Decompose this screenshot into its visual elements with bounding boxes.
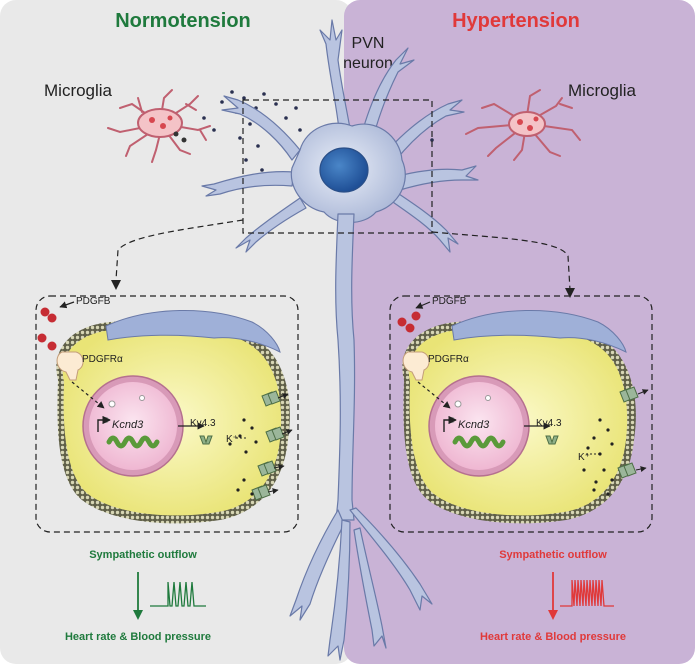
kv43-label-left: Kv4.3 bbox=[190, 418, 216, 429]
hypertension-title: Hypertension bbox=[452, 10, 580, 32]
hr-bp-right: Heart rate & Blood pressure bbox=[480, 631, 626, 643]
zoom-indicators bbox=[35, 99, 653, 533]
pdgfra-label-right: PDGFRα bbox=[428, 354, 469, 365]
k-ion-label-right: K⁺ bbox=[578, 452, 590, 463]
down-arrow-left bbox=[133, 572, 143, 620]
sympathetic-outflow-right: Sympathetic outflow bbox=[499, 549, 607, 561]
microglia-right bbox=[465, 89, 581, 161]
pdgfb-label-right: PDGFB bbox=[432, 296, 467, 307]
microglia-label-left: Microglia bbox=[44, 81, 113, 100]
kcnd3-label-right: Kcnd3 bbox=[458, 419, 490, 431]
connector-arrowheads bbox=[111, 280, 575, 298]
pvn-neuron bbox=[201, 19, 479, 661]
pvn-label: PVN bbox=[352, 35, 385, 52]
spike-train-left bbox=[150, 581, 206, 607]
neuron-label: neuron bbox=[343, 55, 393, 72]
normotension-title: Normotension bbox=[115, 10, 251, 32]
k-ion-label-left: K⁺ bbox=[226, 434, 238, 445]
spike-train-right bbox=[560, 579, 614, 607]
kv43-label-right: Kv4.3 bbox=[536, 418, 562, 429]
microglia-left bbox=[107, 89, 211, 163]
sympathetic-outflow-left: Sympathetic outflow bbox=[89, 549, 197, 561]
down-arrow-right bbox=[548, 572, 558, 620]
hr-bp-left: Heart rate & Blood pressure bbox=[65, 631, 211, 643]
neuron-cell-left bbox=[37, 301, 293, 524]
kcnd3-label-left: Kcnd3 bbox=[112, 419, 144, 431]
pdgfra-label-left: PDGFRα bbox=[82, 354, 123, 365]
neuron-cell-right bbox=[397, 301, 649, 524]
pdgfb-label-left: PDGFB bbox=[76, 296, 111, 307]
microglia-label-right: Microglia bbox=[568, 81, 637, 100]
